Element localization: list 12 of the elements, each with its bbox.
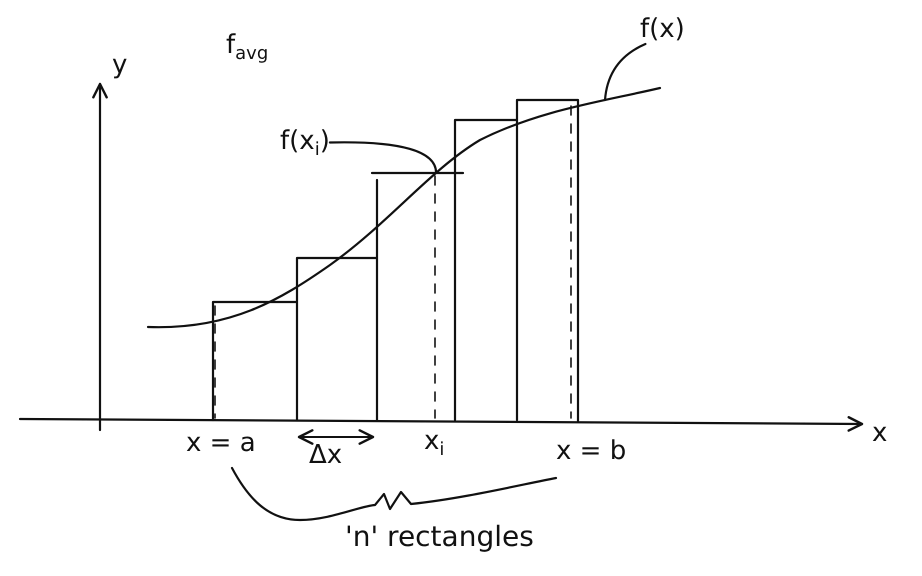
- leader-line: [328, 141, 438, 174]
- width-label: Δx: [309, 440, 342, 470]
- function-label: f(x): [640, 14, 685, 44]
- axis-label: x: [872, 418, 888, 448]
- brace-label: 'n' rectangles: [345, 522, 534, 552]
- sample-point-label: x$_{i}$: [424, 426, 444, 456]
- function-curve: [146, 86, 662, 328]
- sample-value-label: f(x$_{i}$): [280, 126, 330, 156]
- axis-label: y: [112, 50, 128, 80]
- leader-line: [604, 42, 646, 102]
- bound-label: x = a: [186, 428, 256, 458]
- bound-label: x = b: [556, 436, 626, 466]
